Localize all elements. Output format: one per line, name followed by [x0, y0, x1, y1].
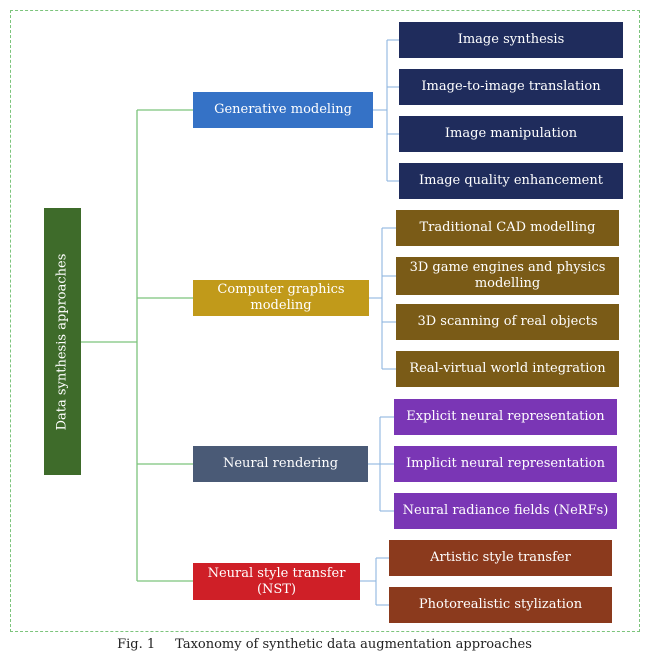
root-node: Data synthesis approaches	[44, 208, 81, 475]
leaf-artistic-style-transfer: Artistic style transfer	[389, 540, 612, 576]
leaf-neural-radiance-fields: Neural radiance fields (NeRFs)	[394, 493, 617, 529]
figure-caption-text: Taxonomy of synthetic data augmentation …	[175, 637, 532, 652]
branch-neural-style-transfer: Neural style transfer (NST)	[193, 563, 360, 600]
branch-connectors	[360, 39, 399, 606]
leaf-traditional-cad-modelling: Traditional CAD modelling	[396, 210, 619, 246]
leaf-implicit-neural-representation: Implicit neural representation	[394, 446, 617, 482]
leaf-photorealistic-stylization: Photorealistic stylization	[389, 587, 612, 623]
leaf-image-quality-enhancement: Image quality enhancement	[399, 163, 623, 199]
root-connectors	[81, 109, 193, 582]
branch-generative-modeling: Generative modeling	[193, 92, 373, 128]
root-label: Data synthesis approaches	[54, 253, 70, 430]
leaf-explicit-neural-representation: Explicit neural representation	[394, 399, 617, 435]
leaf-3d-game-engines: 3D game engines and physics modelling	[396, 257, 619, 295]
diagram-frame	[10, 10, 640, 632]
branch-neural-rendering: Neural rendering	[193, 446, 368, 482]
figure-number: Fig. 1	[117, 637, 156, 652]
branch-computer-graphics-modeling: Computer graphics modeling	[193, 280, 369, 316]
leaf-real-virtual-integration: Real-virtual world integration	[396, 351, 619, 387]
figure-caption: Fig. 1 Taxonomy of synthetic data augment…	[0, 637, 649, 652]
leaf-image-synthesis: Image synthesis	[399, 22, 623, 58]
leaf-image-to-image-translation: Image-to-image translation	[399, 69, 623, 105]
leaf-3d-scanning: 3D scanning of real objects	[396, 304, 619, 340]
leaf-image-manipulation: Image manipulation	[399, 116, 623, 152]
